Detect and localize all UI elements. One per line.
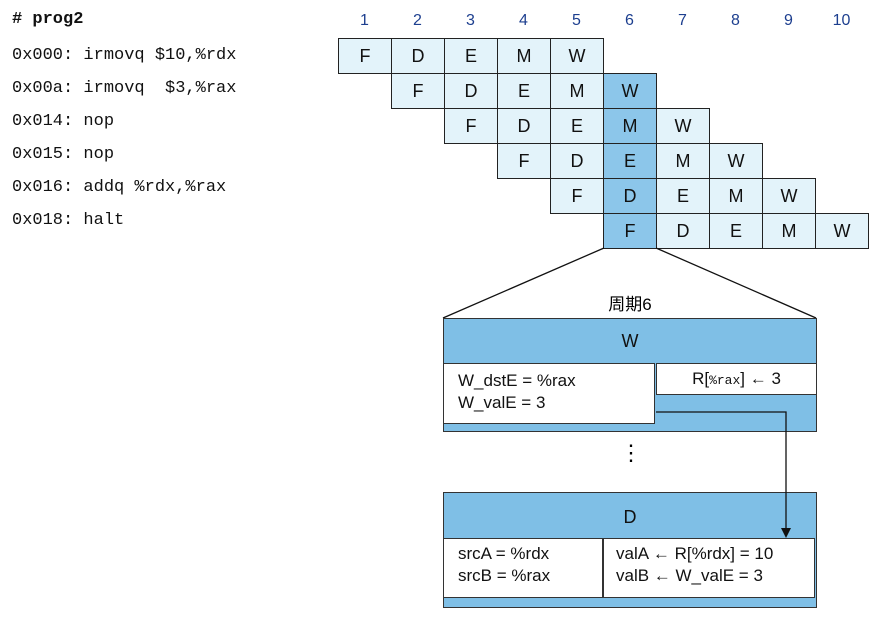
d-stage-label: D (623, 507, 637, 527)
stage-cell: F (603, 213, 657, 249)
stage-cell: D (550, 143, 604, 179)
d-vala: valA ← R[%rdx] = 10 (616, 544, 774, 563)
cycle-number: 6 (625, 12, 634, 29)
stage-cell: E (444, 38, 498, 74)
code-line: 0x016: addq %rdx,%rax (12, 178, 227, 197)
stage-cell: F (391, 73, 445, 109)
program-title: # prog2 (12, 10, 84, 29)
code-line: 0x015: nop (12, 145, 115, 164)
writeback-suffix: ] ← 3 (740, 369, 781, 388)
stage-cell: W (656, 108, 710, 144)
cycle-number: 2 (413, 12, 422, 29)
d-srca: srcA = %rdx (458, 544, 550, 563)
writeback-prefix: R[ (692, 369, 710, 388)
stage-cell: W (815, 213, 869, 249)
cycle-number: 7 (678, 12, 687, 29)
w-dste: W_dstE = %rax (458, 371, 576, 390)
zoom-line-left (442, 247, 605, 319)
stage-cell: W (709, 143, 763, 179)
forward-path (656, 411, 787, 530)
cycle-number: 10 (832, 12, 851, 29)
stage-cell: E (709, 213, 763, 249)
cycle-title: 周期6 (608, 295, 652, 314)
stage-cell: F (338, 38, 392, 74)
w-vale: W_valE = 3 (458, 393, 546, 412)
cycle-number: 1 (360, 12, 369, 29)
code-line: 0x018: halt (12, 211, 125, 230)
code-line: 0x000: irmovq $10,%rdx (12, 46, 237, 65)
cycle-number: 3 (466, 12, 475, 29)
stage-cell: D (391, 38, 445, 74)
cycle-number: 5 (572, 12, 581, 29)
ellipsis: ⋮ (620, 440, 642, 465)
zoom-line-right (655, 247, 817, 319)
writeback-reg: %rax (709, 373, 741, 388)
stage-cell: M (709, 178, 763, 214)
stage-cell: E (603, 143, 657, 179)
stage-cell: W (603, 73, 657, 109)
stage-cell: F (550, 178, 604, 214)
cycle-number: 8 (731, 12, 740, 29)
stage-cell: D (656, 213, 710, 249)
cycle-number: 9 (784, 12, 793, 29)
d-valb: valB ← W_valE = 3 (616, 566, 763, 585)
cycle-number: 4 (519, 12, 528, 29)
stage-cell: W (550, 38, 604, 74)
d-stage-sources: srcA = %rdx srcB = %rax (443, 538, 603, 598)
stage-cell: F (444, 108, 498, 144)
d-srcb: srcB = %rax (458, 566, 551, 585)
code-line: 0x00a: irmovq $3,%rax (12, 79, 237, 98)
w-stage-values: W_dstE = %rax W_valE = 3 (443, 363, 655, 424)
w-stage-writeback: R[%rax] ← 3 (656, 363, 817, 395)
code-line: 0x014: nop (12, 112, 115, 131)
arrow-head-icon (781, 528, 791, 538)
w-stage-label: W (621, 331, 639, 351)
d-stage-values: valA ← R[%rdx] = 10 valB ← W_valE = 3 (603, 538, 815, 598)
stage-cell: M (550, 73, 604, 109)
